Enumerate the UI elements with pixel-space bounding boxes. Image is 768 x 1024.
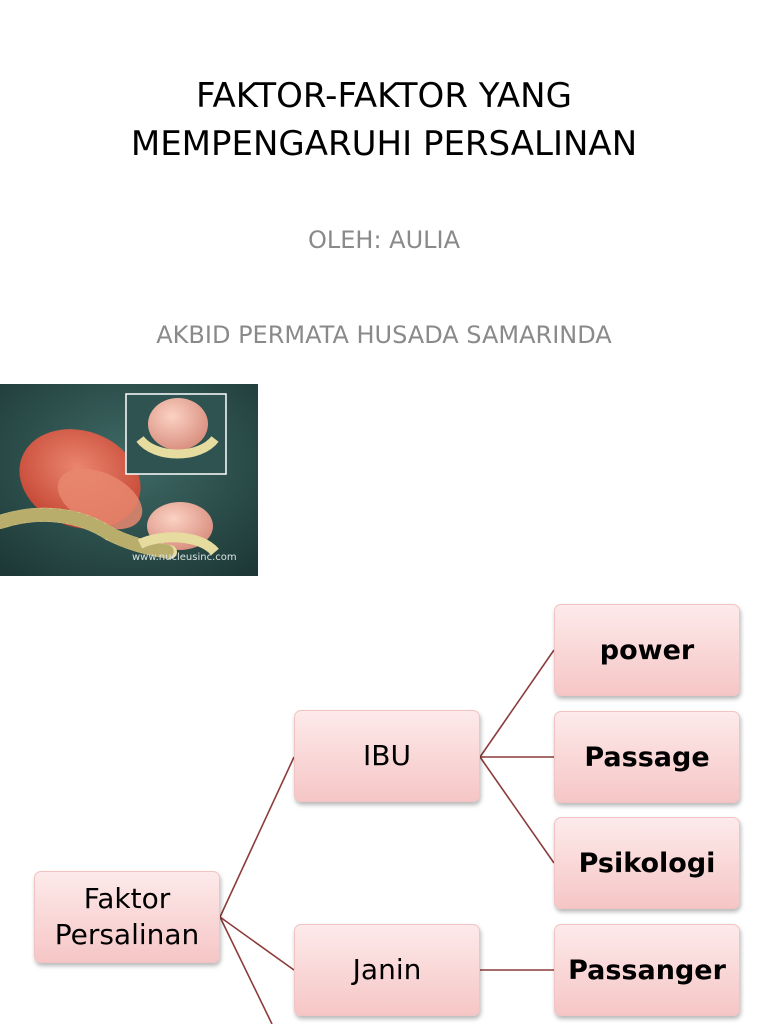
node-ibu: IBU xyxy=(294,710,480,802)
node-psikologi: Psikologi xyxy=(554,817,740,909)
connector-root-ibu xyxy=(219,756,295,918)
connector-ibu-power xyxy=(479,649,555,758)
node-passanger: Passanger xyxy=(554,924,740,1016)
node-root-line-1: Faktor xyxy=(83,882,171,915)
connector-root-janin xyxy=(219,916,295,971)
title-line-1: FAKTOR-FAKTOR YANG xyxy=(196,76,572,116)
connector-root-offscreen xyxy=(219,916,273,1024)
node-root-line-2: Persalinan xyxy=(54,918,200,951)
node-faktor-persalinan: Faktor Persalinan xyxy=(34,871,220,963)
slide-title: FAKTOR-FAKTOR YANG MEMPENGARUHI PERSALIN… xyxy=(0,72,768,168)
node-power: power xyxy=(554,604,740,696)
node-passage: Passage xyxy=(554,711,740,803)
institution-subtitle: AKBID PERMATA HUSADA SAMARINDA xyxy=(156,321,612,349)
fetus-illustration: www.nucleusinc.com xyxy=(0,384,258,576)
connector-ibu-psikologi xyxy=(479,756,555,864)
node-janin: Janin xyxy=(294,924,480,1016)
author-subtitle: OLEH: AULIA xyxy=(307,226,461,254)
title-line-2: MEMPENGARUHI PERSALINAN xyxy=(130,124,638,164)
watermark-text: www.nucleusinc.com xyxy=(132,552,237,563)
